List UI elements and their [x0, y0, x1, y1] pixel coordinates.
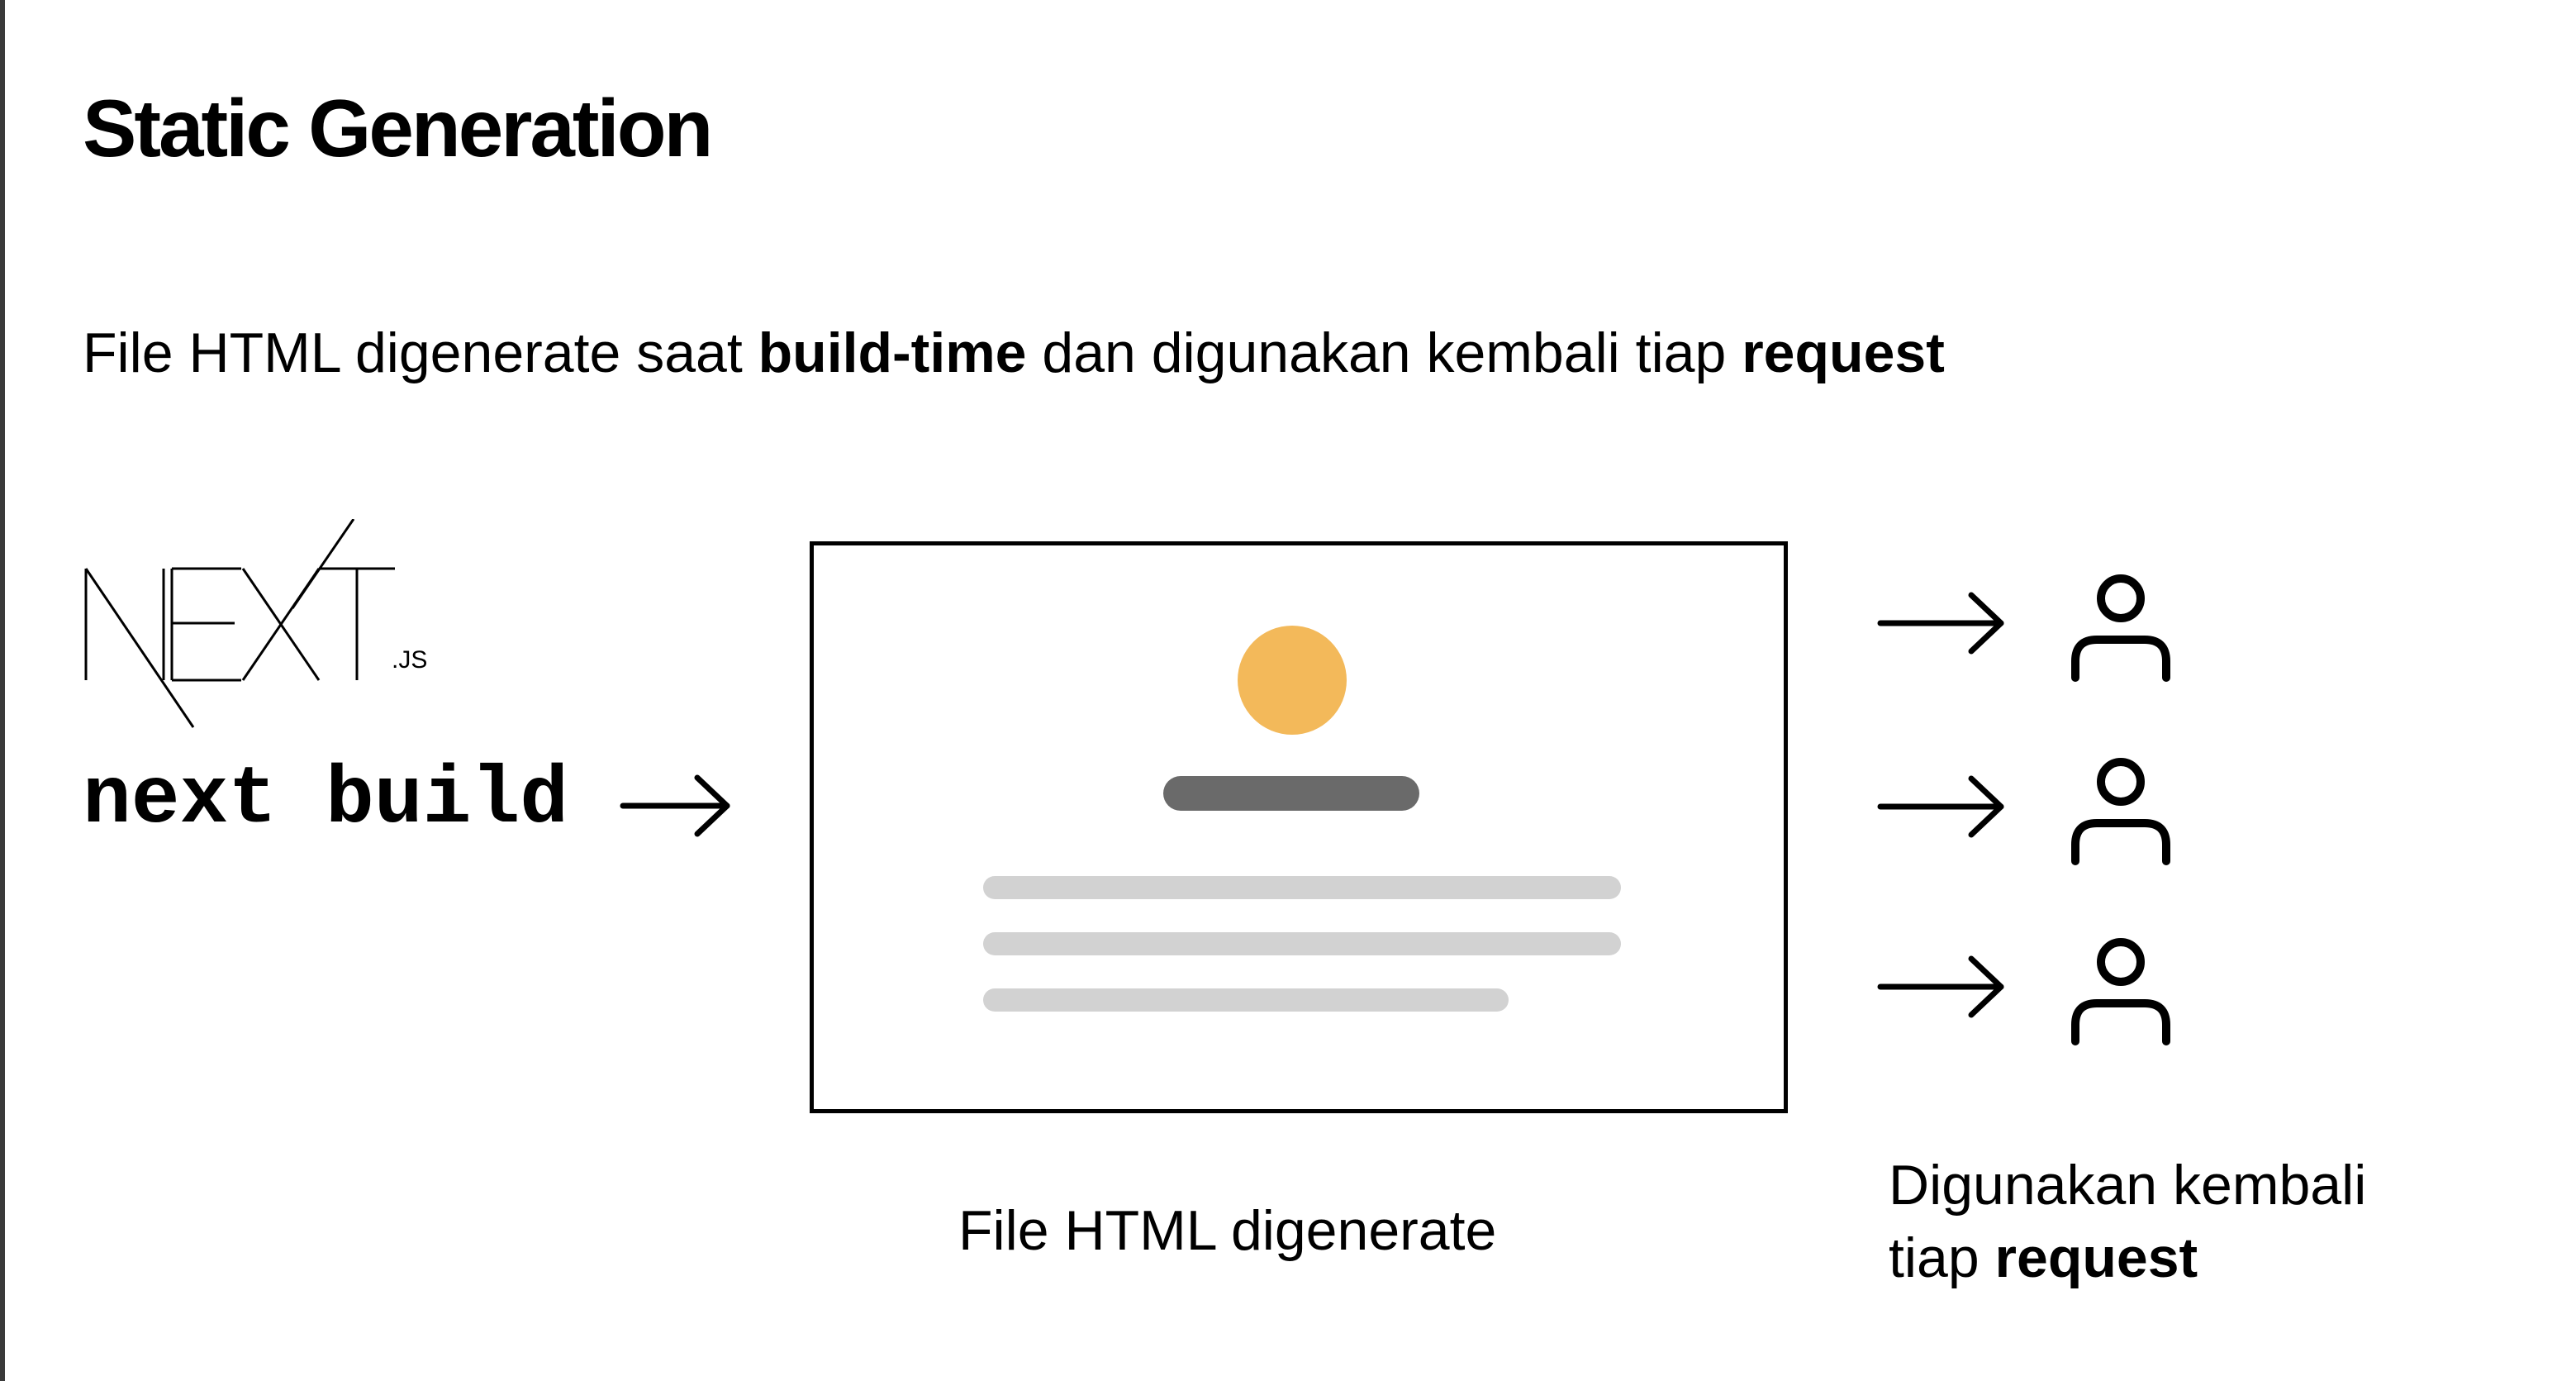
page-avatar-circle — [1238, 626, 1347, 735]
subtitle-bold-request: request — [1742, 321, 1945, 384]
right-arrow-icon — [1877, 592, 2004, 655]
user-icon — [2071, 758, 2170, 865]
subtitle-text-2: dan digunakan kembali tiap — [1026, 321, 1742, 384]
user-icon — [2071, 574, 2170, 682]
slide-title: Static Generation — [83, 83, 713, 174]
slide-left-border — [0, 0, 5, 1381]
html-file-caption: File HTML digenerate — [958, 1199, 1497, 1262]
reuse-caption-line-2: tiap request — [1889, 1221, 2366, 1294]
page-text-placeholder — [983, 876, 1621, 899]
page-text-placeholder — [983, 988, 1509, 1012]
reuse-caption: Digunakan kembali tiap request — [1889, 1149, 2366, 1295]
subtitle-text-1: File HTML digenerate saat — [83, 321, 758, 384]
nextjs-logo-suffix: .JS — [392, 646, 427, 674]
subtitle-bold-build-time: build-time — [758, 321, 1027, 384]
page-heading-placeholder — [1163, 776, 1419, 811]
right-arrow-icon — [620, 774, 730, 837]
slide-subtitle: File HTML digenerate saat build-time dan… — [83, 321, 1945, 385]
reuse-caption-bold-request: request — [1994, 1226, 2198, 1290]
right-arrow-icon — [1877, 775, 2004, 838]
nextjs-logo: .JS — [84, 519, 427, 728]
reuse-caption-prefix: tiap — [1889, 1226, 1995, 1290]
next-build-command: next build — [83, 755, 569, 846]
user-icon — [2071, 938, 2170, 1045]
page-text-placeholder — [983, 932, 1621, 955]
reuse-caption-line-1: Digunakan kembali — [1889, 1154, 2367, 1217]
right-arrow-icon — [1877, 955, 2004, 1018]
